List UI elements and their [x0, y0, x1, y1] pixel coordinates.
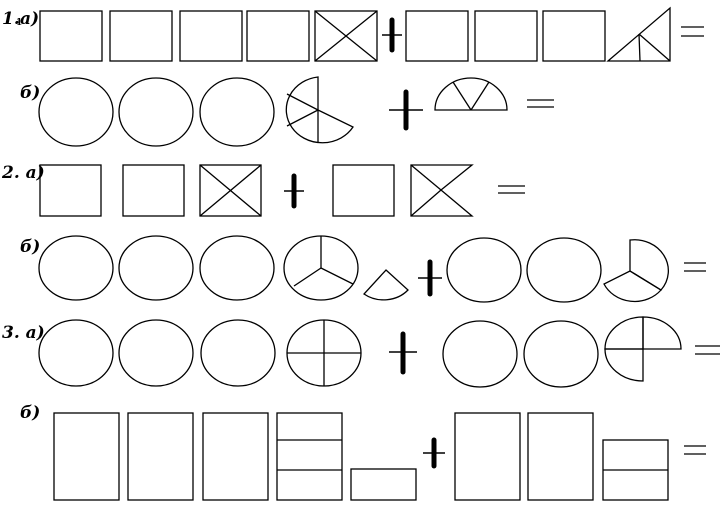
whole-circle: [446, 237, 522, 303]
equals-sign: [684, 262, 706, 272]
whole-square: [246, 10, 310, 62]
whole-rectangle: [202, 412, 269, 501]
whole-circle: [118, 77, 194, 147]
square-divided-into-quarters: [199, 164, 262, 217]
whole-square: [474, 10, 538, 62]
task-2-part-b-label: б): [20, 237, 40, 257]
whole-rectangle: [527, 412, 594, 501]
whole-square: [39, 10, 103, 62]
whole-square: [39, 164, 102, 217]
square-divided-into-quarters: [314, 10, 378, 62]
circle-three-quarters: [604, 316, 682, 382]
whole-circle: [523, 320, 599, 388]
whole-square: [179, 10, 243, 62]
rectangle-in-thirds: [276, 412, 343, 501]
whole-circle: [526, 237, 602, 303]
whole-square: [122, 164, 185, 217]
circle-in-thirds: [283, 235, 359, 301]
whole-rectangle: [454, 412, 521, 501]
task-2-part-a-label: 2. а): [1, 163, 45, 183]
plus-sign: [284, 173, 304, 209]
half-circle-in-thirds: [434, 77, 508, 111]
rectangle-two-thirds: [602, 439, 669, 501]
square-three-quarters: [410, 164, 474, 217]
whole-circle: [442, 320, 518, 388]
task-3-part-a-label: 3. а): [2, 323, 45, 343]
task-1-small-mark: 1: [16, 18, 22, 28]
equals-sign: [681, 26, 704, 37]
task-3-part-b-label: б): [20, 403, 40, 423]
plus-sign: [382, 17, 402, 53]
whole-rectangle: [127, 412, 194, 501]
plus-sign: [389, 331, 417, 375]
plus-sign: [389, 89, 423, 131]
equals-sign: [527, 99, 554, 108]
whole-square: [332, 164, 395, 217]
whole-circle: [38, 77, 114, 147]
whole-circle: [200, 319, 276, 387]
one-third-rectangle: [350, 468, 417, 501]
one-third-circle-sector: [363, 269, 409, 301]
whole-circle: [118, 235, 194, 301]
circle-five-sixths: [285, 76, 354, 144]
plus-sign: [418, 259, 442, 297]
whole-circle: [118, 319, 194, 387]
whole-square: [542, 10, 606, 62]
whole-rectangle: [53, 412, 120, 501]
circle-two-thirds: [603, 239, 669, 303]
whole-circle: [38, 319, 114, 387]
whole-square: [109, 10, 173, 62]
equals-sign: [695, 345, 720, 355]
whole-circle: [38, 235, 114, 301]
triangle-three-quarter-pieces: [606, 6, 671, 62]
plus-sign: [423, 437, 445, 469]
equals-sign: [498, 185, 525, 194]
whole-square: [405, 10, 469, 62]
equals-sign: [684, 445, 706, 455]
task-1-number: 1.: [2, 9, 20, 29]
whole-circle: [199, 77, 275, 147]
task-1-part-a-label: а): [20, 9, 39, 29]
whole-circle: [199, 235, 275, 301]
task-1-part-b-label: б): [20, 83, 40, 103]
circle-in-quarters: [286, 319, 362, 387]
